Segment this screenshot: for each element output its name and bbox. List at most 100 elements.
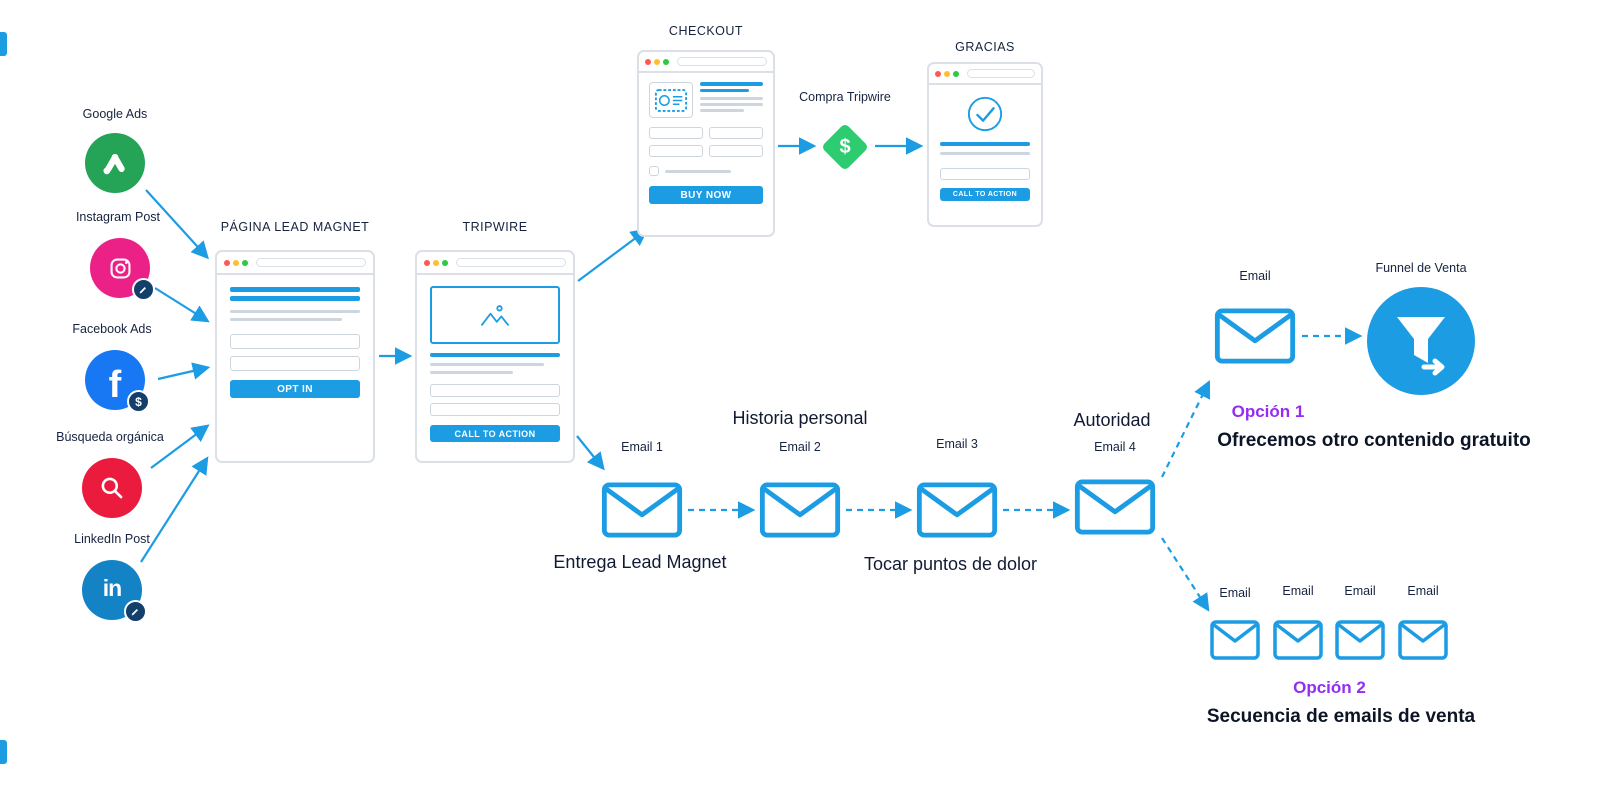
skeleton-line [700,109,745,112]
option2-email-label: Email [1407,584,1439,598]
email3-label: Email 3 [936,437,978,451]
window-dot-red [645,58,651,65]
form-field[interactable] [230,334,360,349]
facebook-letter: f [108,363,122,406]
checkbox[interactable] [649,166,659,176]
checkout-title: CHECKOUT [668,24,744,38]
window-titlebar [217,252,373,275]
option1-description: Ofrecemos otro contenido gratuito [1217,430,1531,451]
email3-icon[interactable] [915,482,999,543]
organic-search-icon[interactable] [82,458,142,518]
arrow-email4-to-option2 [1161,537,1210,612]
tripwire-title: TRIPWIRE [462,220,528,234]
window-dot-green [663,58,669,65]
url-bar [967,69,1035,78]
skeleton-line [230,318,342,321]
checkout-window: BUY NOW [637,50,775,237]
option2-email-icon[interactable] [1335,620,1385,665]
google-ads-icon[interactable] [85,133,145,193]
option2-email-label: Email [1344,584,1376,598]
thanks-title: GRACIAS [955,40,1015,54]
form-field[interactable] [709,145,763,157]
envelope-glyph [1273,620,1323,660]
checkbox-row [649,166,763,176]
source-label-organic-search: Búsqueda orgánica [56,430,164,444]
source-label-instagram: Instagram Post [75,210,161,224]
cta-button[interactable]: CALL TO ACTION [430,425,560,442]
skeleton-line [700,97,763,100]
opt-in-button[interactable]: OPT IN [230,380,360,398]
arrow-tripwire-to-checkout [577,228,649,282]
option2-email-label: Email [1219,586,1251,600]
skeleton-line [940,152,1030,155]
window-dot-green [442,259,448,266]
email4-icon[interactable] [1073,479,1157,540]
form-field[interactable] [430,403,560,416]
thanks-content: CALL TO ACTION [929,85,1041,211]
email2-label: Email 2 [779,440,821,454]
arrow-linkedin-to-leadmagnet [140,456,209,563]
form-field[interactable] [940,168,1030,180]
option1-name: Opción 1 [1231,402,1305,421]
window-titlebar [929,64,1041,85]
source-label-linkedin: LinkedIn Post [74,532,150,546]
envelope-glyph [1210,620,1260,660]
email1-label: Email 1 [621,440,663,454]
form-field[interactable] [230,356,360,371]
skeleton-line [700,103,763,106]
envelope-glyph [916,482,998,538]
dollar-glyph: $ [839,135,851,158]
skeleton-line [430,353,560,357]
window-dot-green [953,70,959,77]
pencil-icon [131,609,138,616]
form-row [649,127,763,139]
image-placeholder [430,286,560,344]
pencil-badge [132,278,155,301]
sales-funnel-icon[interactable] [1367,287,1475,395]
cta-button[interactable]: CALL TO ACTION [940,188,1030,201]
window-dot-red [935,70,941,77]
form-field[interactable] [649,127,703,139]
arrow-instagram-to-leadmagnet [154,287,210,323]
skeleton-line [430,363,545,366]
pencil-icon [139,287,146,294]
linkedin-icon[interactable]: in [82,560,147,623]
google-ads-glyph [103,153,125,175]
thanks-window: CALL TO ACTION [927,62,1043,227]
buy-now-button[interactable]: BUY NOW [649,186,763,204]
email2-icon[interactable] [758,482,842,543]
purchase-diamond: $ [820,122,870,172]
facebook-ads-icon[interactable]: f $ [85,350,150,413]
envelope-glyph [1335,620,1385,660]
option1-email-icon[interactable] [1213,308,1297,369]
form-field[interactable] [649,145,703,157]
email1-icon[interactable] [600,482,684,543]
skeleton-line [665,169,732,173]
camera-glyph [110,258,130,278]
envelope-glyph [759,482,841,538]
funnel-glyph [1397,317,1445,376]
arrow-tripwire-to-email1 [576,435,605,471]
option2-email-icon[interactable] [1273,620,1323,665]
tripwire-window: CALL TO ACTION [415,250,575,463]
form-field[interactable] [709,127,763,139]
option2-email-icon[interactable] [1210,620,1260,665]
email4-label: Email 4 [1094,440,1136,454]
url-bar [677,57,767,66]
window-titlebar [639,52,773,73]
url-bar [256,258,366,267]
tripwire-content: CALL TO ACTION [417,275,573,453]
option1-email-label: Email [1239,269,1271,283]
form-field[interactable] [430,384,560,397]
instagram-icon[interactable] [90,238,155,301]
option2-email-icon[interactable] [1398,620,1448,665]
lead-magnet-window: OPT IN [215,250,375,463]
edge-artifact [0,32,7,56]
lead-magnet-content: OPT IN [217,275,373,410]
envelope-glyph [1398,620,1448,660]
option2-email-label: Email [1282,584,1314,598]
source-label-facebook-ads: Facebook Ads [72,322,152,336]
credit-card-box [649,82,693,118]
funnel-de-venta-label: Funnel de Venta [1375,261,1467,275]
